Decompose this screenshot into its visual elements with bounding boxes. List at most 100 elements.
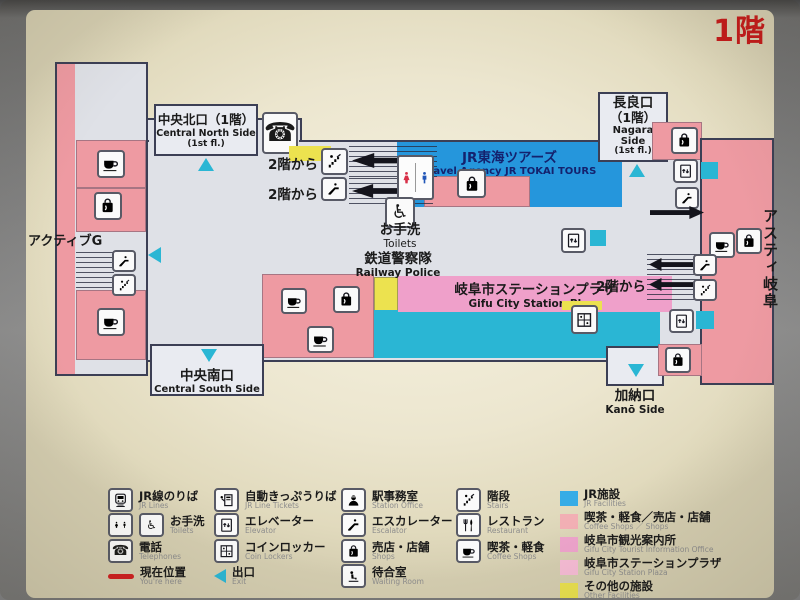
coffee-icon	[709, 232, 735, 258]
tourist-info-swatch	[560, 536, 578, 552]
active-g-stairs-area	[76, 252, 114, 292]
exit-triangle-icon	[214, 569, 226, 583]
station-plaza-swatch	[560, 559, 578, 575]
other-facility-block	[289, 146, 331, 161]
coin-locker-icon	[571, 305, 598, 334]
nagara-exit-triangle-icon	[629, 164, 645, 177]
waiting-room-icon	[341, 564, 366, 588]
escalator-icon	[693, 254, 717, 276]
coffee-shops-swatch	[560, 513, 578, 529]
toilet-icon	[108, 513, 133, 537]
jr-facility-marker	[696, 311, 714, 329]
you-are-here-mark	[108, 573, 134, 579]
plaza-label-en: Gifu City Station Plaza	[468, 298, 602, 310]
other-facility-block	[374, 277, 398, 311]
shop-icon	[671, 127, 698, 154]
toilets-label: お手洗 Toilets	[379, 222, 421, 250]
active-g-label: アクティブG	[28, 234, 103, 249]
coffee-icon	[97, 308, 125, 336]
elevator-icon	[669, 309, 694, 333]
escalator-icon	[341, 513, 366, 537]
nagara-exit-label-jp: 長良口	[612, 95, 654, 111]
male-figure-icon	[418, 163, 431, 193]
female-figure-icon	[400, 163, 413, 193]
jr-facilities-swatch	[560, 490, 578, 506]
south-exit-triangle-icon	[201, 349, 217, 362]
other-facilities-swatch	[560, 582, 578, 598]
arrow-left-icon	[649, 278, 695, 291]
floor-label: 1階	[713, 14, 766, 49]
arrow-right-icon	[650, 206, 704, 219]
accessible-toilet-icon: ♿	[385, 197, 415, 228]
escalator-icon	[675, 187, 699, 209]
restaurant-icon	[456, 513, 481, 537]
central-north-exit: 中央北口（1階） Central North Side (1st fl.)	[154, 104, 258, 156]
south-exit-label-en: Central South Side	[154, 384, 260, 395]
stairs-icon	[321, 148, 348, 175]
jr-facility-marker	[590, 230, 606, 246]
stairs-icon	[456, 488, 481, 512]
coffee-icon	[456, 539, 481, 563]
from-2f-label: 2階から	[268, 157, 318, 173]
shop-icon	[736, 228, 762, 254]
asty-gifu-label: アスティ岐阜	[761, 208, 779, 310]
nagara-exit-label-jp2: （1階）	[609, 109, 657, 125]
shop-icon	[333, 286, 360, 313]
shop-icon	[341, 539, 366, 563]
west-exit-triangle-icon	[148, 247, 161, 263]
jr-tours-label-jp: JR東海ツアーズ	[462, 150, 557, 166]
coffee-icon	[97, 150, 125, 178]
escalator-icon	[321, 177, 347, 201]
from-2f-label: 2階から	[268, 187, 318, 203]
north-exit-triangle-icon	[198, 158, 214, 171]
south-exit-label-jp: 中央南口	[180, 368, 234, 384]
stairs-icon	[112, 274, 136, 296]
north-exit-floor: (1st fl.)	[187, 139, 225, 149]
shop-icon	[457, 169, 486, 198]
accessible-toilet-icon: ♿	[139, 513, 164, 537]
train-icon	[108, 488, 133, 512]
stairs-icon	[693, 279, 717, 301]
escalator-icon	[112, 250, 136, 272]
elevator-icon	[214, 513, 239, 537]
shop-icon	[665, 347, 691, 373]
active-g-west-strip	[57, 64, 75, 374]
elevator-icon	[673, 159, 698, 183]
coffee-icon	[281, 288, 307, 314]
phone-icon: ☎	[108, 539, 133, 563]
shop-icon	[94, 192, 122, 220]
kano-exit	[606, 346, 664, 386]
ticket-machine-icon	[214, 488, 239, 512]
arrow-left-icon	[649, 258, 695, 271]
coin-locker-icon	[214, 539, 239, 563]
railway-police-label: 鉄道警察隊 Railway Police	[355, 251, 441, 279]
plaza-label-jp: 岐阜市ステーションプラザ	[454, 282, 616, 298]
jr-tours-label-en: Travel Agency JR TOKAI TOURS	[422, 166, 597, 177]
central-south-exit: 中央南口 Central South Side	[150, 344, 264, 396]
coffee-icon	[307, 326, 334, 353]
jr-facility-marker	[701, 162, 718, 179]
station-office-icon	[341, 488, 366, 512]
north-exit-label-jp: 中央北口（1階）	[157, 112, 255, 127]
